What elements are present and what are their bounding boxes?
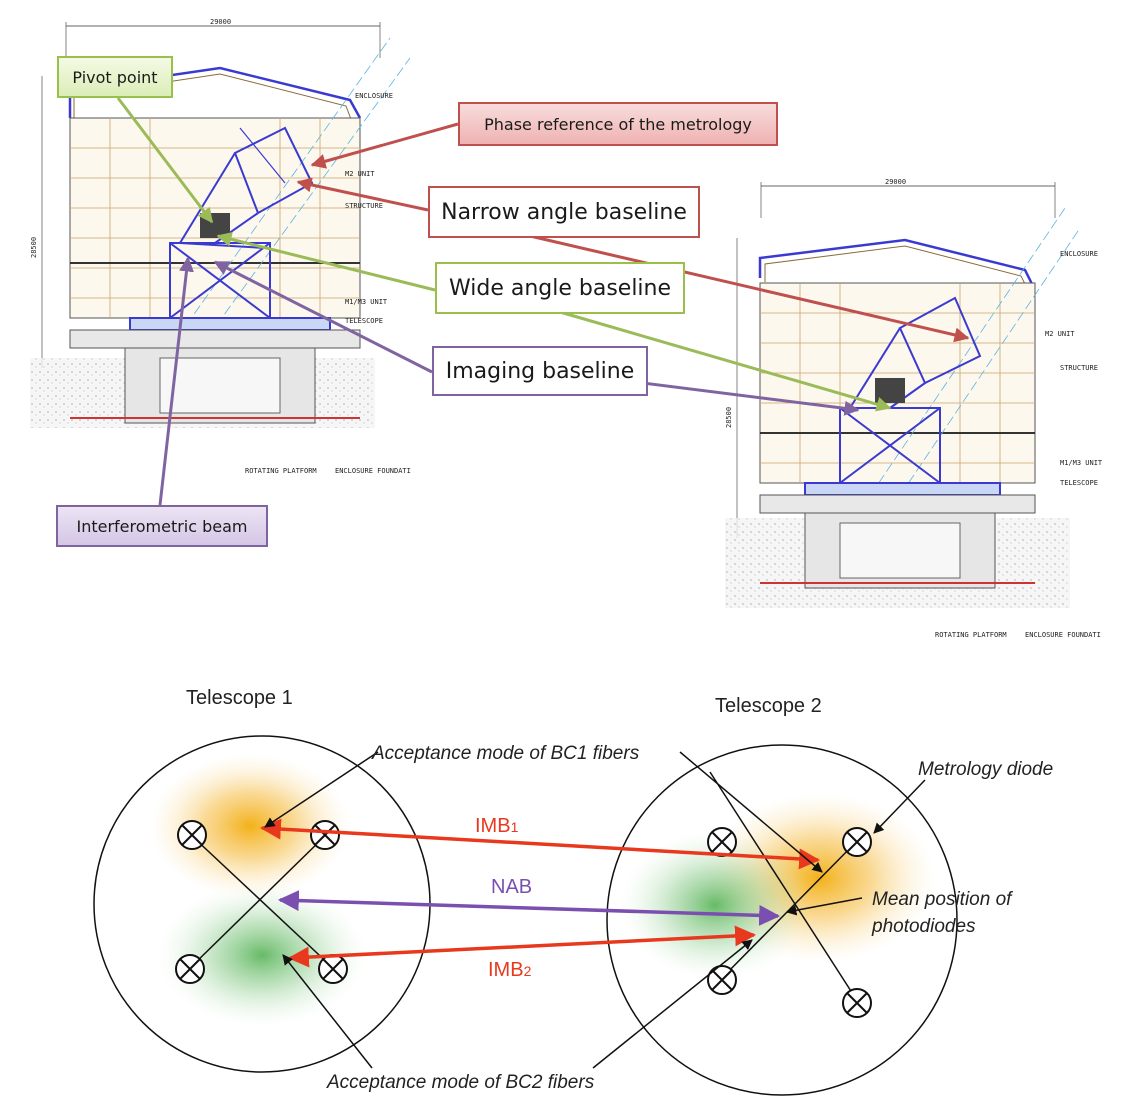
callout-narrow-angle-baseline-text: Narrow angle baseline (441, 199, 687, 225)
photodiode-marker (842, 988, 872, 1018)
pointer-bc1-right (679, 751, 823, 873)
photodiode-marker (175, 954, 205, 984)
callout-interferometric-beam-text: Interferometric beam (76, 516, 248, 536)
callout-pivot-point-text: Pivot point (72, 67, 158, 87)
arrow-narrow-angle-right (529, 234, 970, 343)
arrow-wide-angle-left (216, 231, 436, 292)
label-telescope-left: TELESCOPE (345, 317, 383, 325)
arrow-interferometric-beam (158, 256, 194, 506)
imb2-label: IMB2 (488, 959, 532, 981)
acceptance-bc2-label: Acceptance mode of BC2 fibers (326, 1072, 595, 1093)
photodiode-marker (310, 820, 340, 850)
acceptance-bc1-label: Acceptance mode of BC1 fibers (371, 743, 640, 764)
arrow-phase-reference (310, 122, 459, 169)
callout-wide-angle-baseline-text: Wide angle baseline (448, 275, 672, 301)
imb1-label: IMB1 (475, 815, 519, 837)
label-enclosure-left: ENCLOSURE (355, 92, 393, 100)
arrow-narrow-angle-left (296, 177, 429, 212)
callout-narrow-angle-baseline: Narrow angle baseline (428, 186, 700, 238)
telescope-2-label: Telescope 2 (715, 695, 822, 717)
label-telescope-right: TELESCOPE (1060, 479, 1098, 487)
label-m1m3-right: M1/M3 UNIT (1060, 459, 1103, 467)
label-rotating-platform-right: ROTATING PLATFORM (935, 631, 1007, 639)
callout-wide-angle-baseline: Wide angle baseline (435, 262, 685, 314)
arrow-pivot-point (116, 97, 214, 224)
imb1-arrow (259, 818, 821, 870)
label-m2-unit-left: M2 UNIT (345, 170, 375, 178)
label-enclosure-foundation-right: ENCLOSURE FOUNDATI (1025, 631, 1101, 639)
label-m1m3-left: M1/M3 UNIT (345, 298, 388, 306)
photodiode-marker (177, 820, 207, 850)
callout-interferometric-beam: Interferometric beam (56, 505, 268, 547)
mean-position-label-line1: Mean position of (872, 889, 1013, 910)
telescope-drawing-left: 29000 28500 (30, 18, 411, 475)
photodiode-marker (707, 965, 737, 995)
pointer-metrology-diode (873, 779, 926, 834)
pointer-bc2-right (592, 939, 753, 1069)
callout-phase-reference-text: Phase reference of the metrology (484, 114, 752, 134)
bottom-schematic: Telescope 1 Telescope 2 Acceptance mode … (93, 687, 1053, 1096)
dimension-width-left: 29000 (210, 18, 231, 26)
callout-pivot-point: Pivot point (57, 56, 173, 98)
imb2-arrow (287, 925, 757, 968)
callout-imaging-baseline-text: Imaging baseline (445, 358, 635, 384)
nab-arrow (277, 890, 781, 926)
photodiode-marker (707, 827, 737, 857)
photodiode-marker (318, 954, 348, 984)
telescope-1-label: Telescope 1 (186, 687, 293, 709)
pointer-bc2-left (282, 954, 373, 1069)
callout-phase-reference: Phase reference of the metrology (458, 102, 778, 146)
arrow-imaging-left (213, 260, 433, 374)
label-enclosure-right: ENCLOSURE (1060, 250, 1098, 258)
label-m2-unit-right: M2 UNIT (1045, 330, 1075, 338)
arrow-wide-angle-right (559, 310, 892, 412)
mean-position-label-line2: photodiodes (871, 916, 976, 937)
label-structure-right: STRUCTURE (1060, 364, 1098, 372)
metrology-diode-label: Metrology diode (918, 759, 1053, 780)
dimension-height-left: 28500 (30, 237, 38, 258)
dimension-width-right: 29000 (885, 178, 906, 186)
dimension-height-right: 28500 (725, 407, 733, 428)
callout-imaging-baseline: Imaging baseline (432, 346, 648, 396)
label-rotating-platform-left: ROTATING PLATFORM (245, 467, 317, 475)
pointer-bc1-left (264, 751, 379, 828)
nab-label: NAB (491, 876, 532, 898)
top-arrows (116, 97, 970, 506)
label-enclosure-foundation-left: ENCLOSURE FOUNDATI (335, 467, 411, 475)
telescope-drawing-right: 29000 28500 ENCLOSURE (725, 178, 1103, 639)
label-structure-left: STRUCTURE (345, 202, 383, 210)
photodiode-marker (842, 827, 872, 857)
pointer-mean-position (785, 897, 863, 916)
